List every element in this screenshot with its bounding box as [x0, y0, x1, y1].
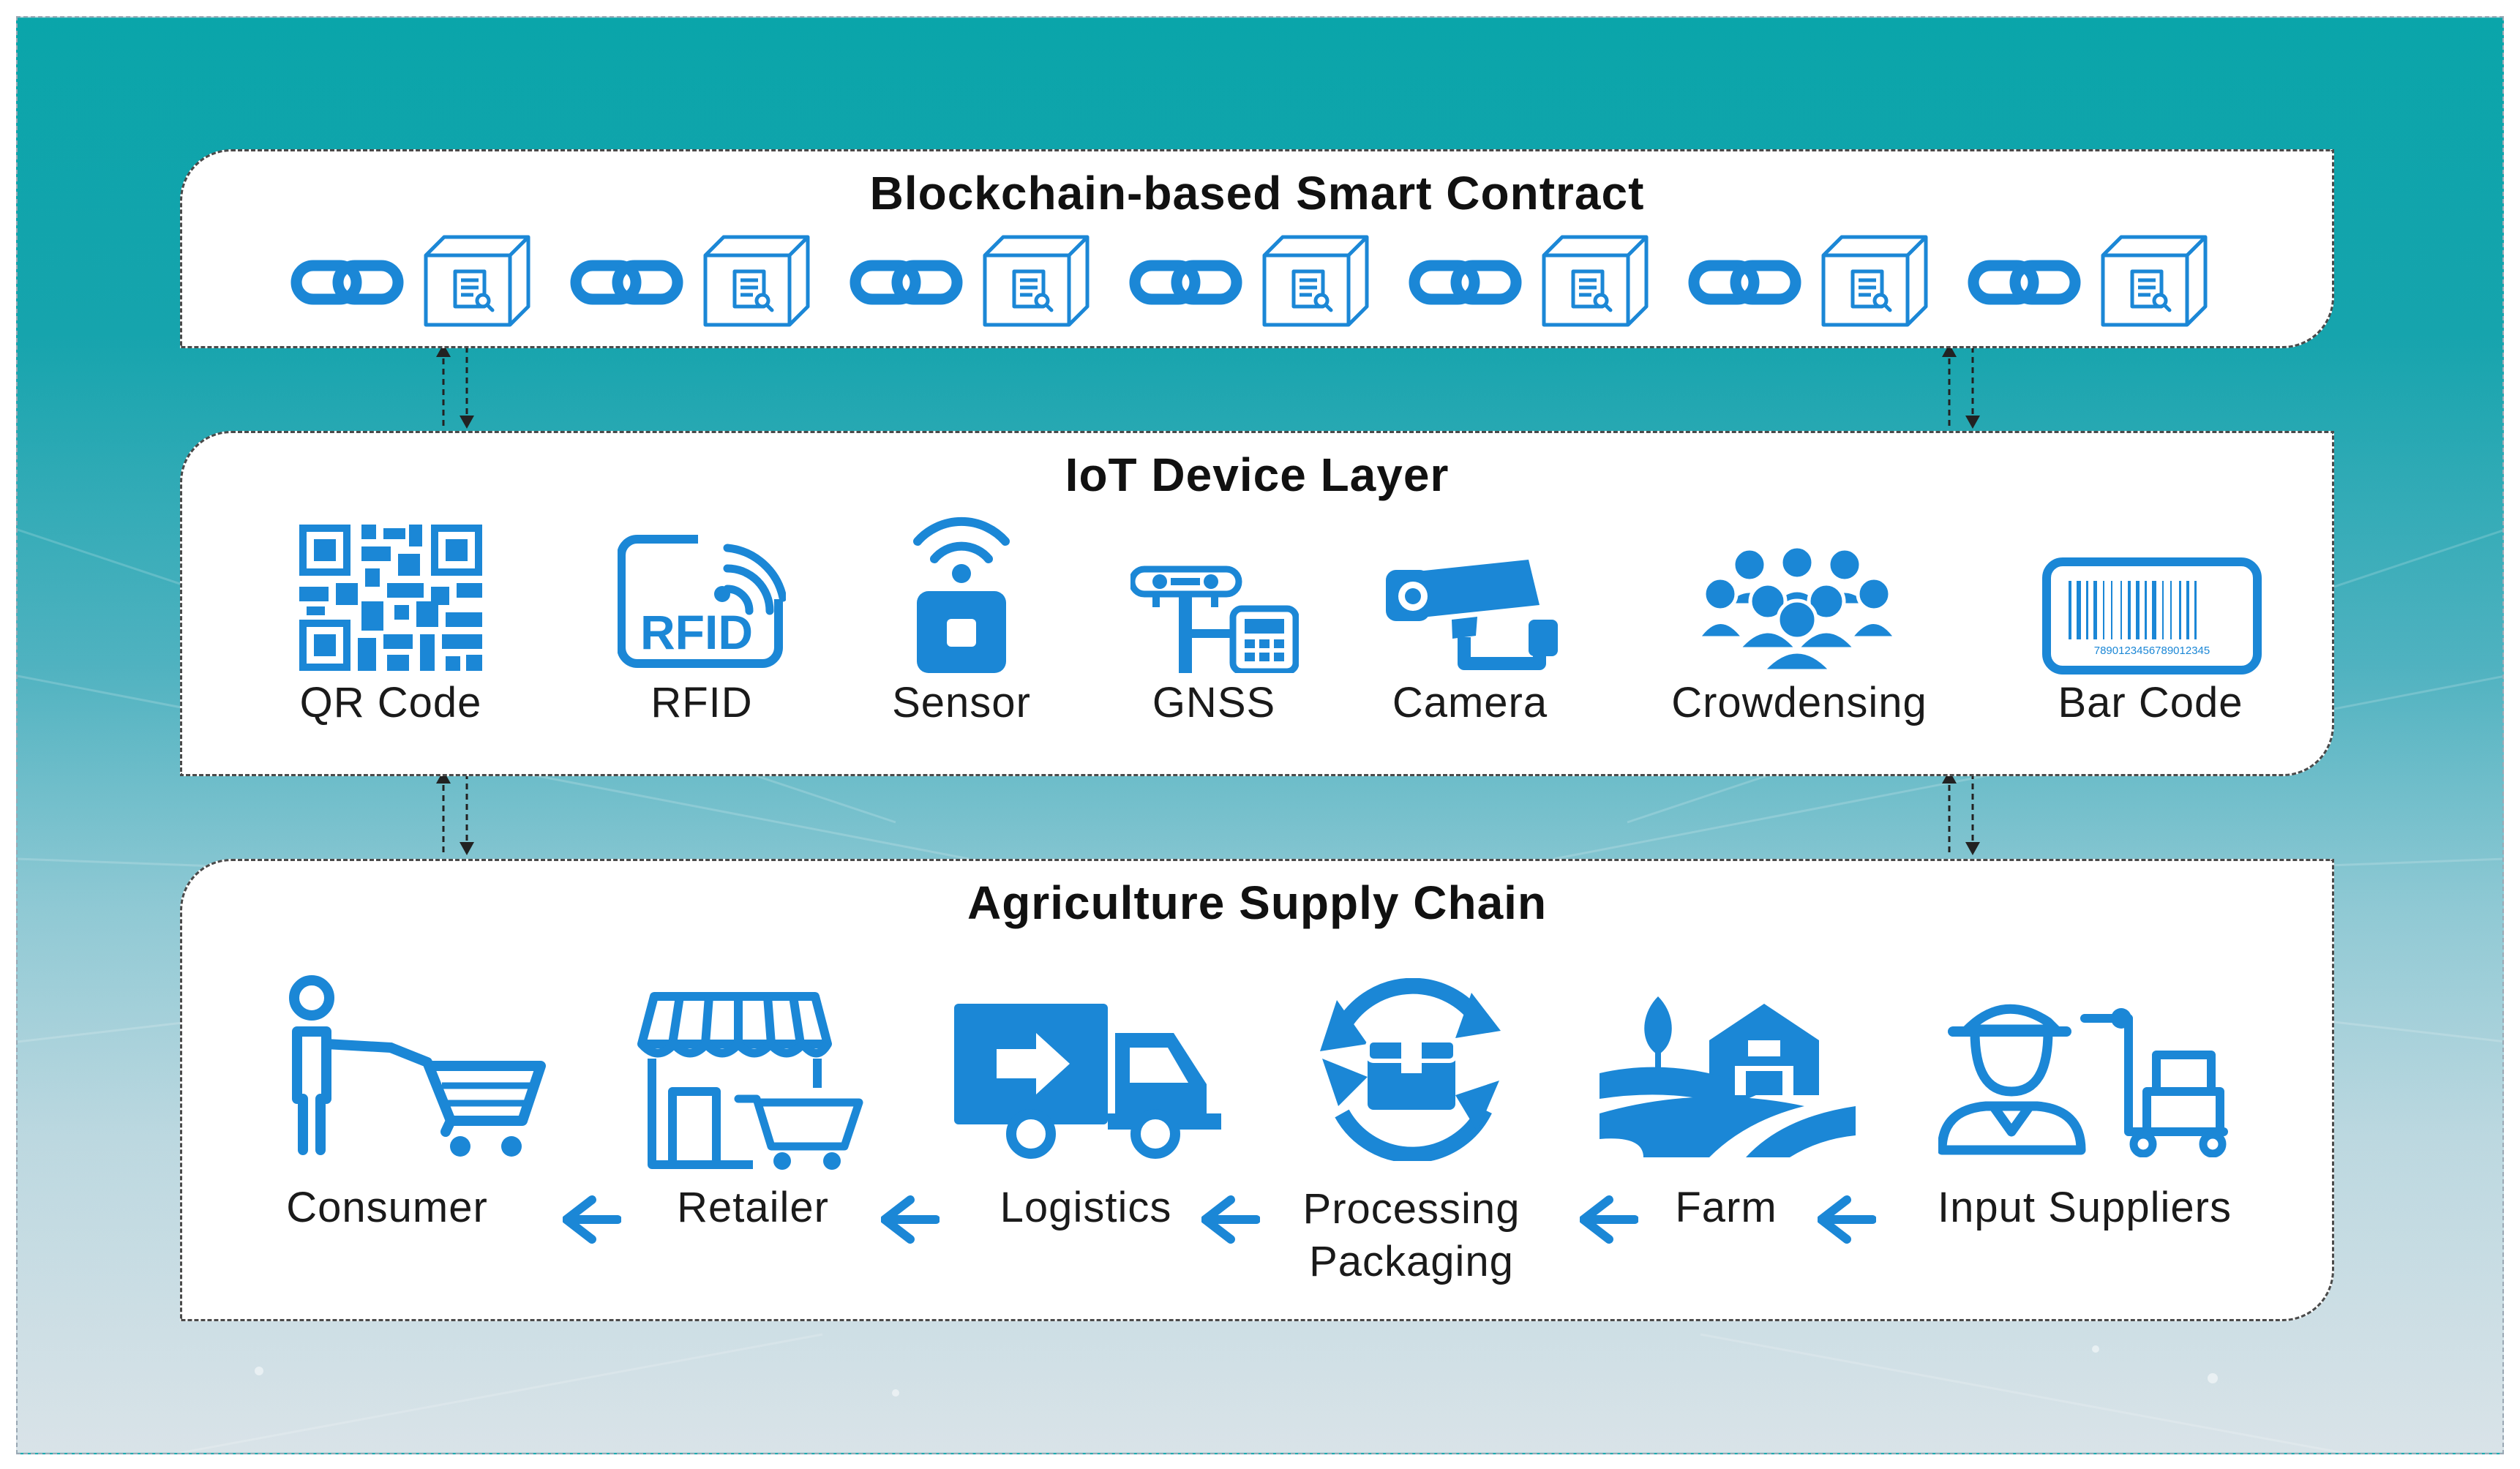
- consumer-icon: [281, 974, 559, 1157]
- stage-label-input-suppliers: Input Suppliers: [1938, 1184, 2232, 1231]
- connector-iot-supply-right: [1942, 770, 1980, 855]
- blockchain-layer-title: Blockchain-based Smart Contract: [869, 167, 1645, 219]
- flow-arrow-suppliers-to-farm: [1818, 1195, 1876, 1244]
- barcode-bar: [2111, 581, 2112, 639]
- camera-icon: [1382, 554, 1561, 675]
- barcode-bar: [2069, 581, 2071, 639]
- flow-arrow-retailer-to-consumer: [563, 1195, 621, 1244]
- chain-link-icon: [1129, 260, 1242, 305]
- rfid-icon-text: RFID: [640, 605, 753, 659]
- iot-layer-title: IoT Device Layer: [1065, 448, 1450, 501]
- smart-contract-block-icon: [983, 235, 1090, 327]
- barcode-bar: [2093, 581, 2097, 639]
- stage-label-processing-packaging: Processing Packaging: [1302, 1185, 1520, 1285]
- blockchain-layer: Blockchain-based Smart Contract: [180, 149, 2334, 348]
- device-label-rfid: RFID: [650, 679, 753, 726]
- stage-label-consumer: Consumer: [286, 1184, 488, 1231]
- barcode-bar: [2103, 581, 2104, 639]
- connector-iot-supply-left: [436, 770, 474, 855]
- barcode-bar: [2136, 581, 2140, 639]
- crowd-icon: [1698, 546, 1896, 671]
- flow-arrow-processing-to-logistics: [1201, 1195, 1260, 1244]
- smart-contract-block-icon: [2101, 235, 2208, 327]
- smart-contract-block-icon: [1262, 235, 1369, 327]
- chain-link-icon: [1409, 260, 1522, 305]
- processing-icon: [1309, 978, 1514, 1161]
- rfid-icon: RFID: [618, 525, 786, 671]
- barcode-bar: [2162, 581, 2164, 639]
- barcode-bar: [2077, 581, 2081, 639]
- device-label-bar-code: Bar Code: [2058, 679, 2243, 726]
- device-label-gnss: GNSS: [1152, 679, 1276, 726]
- barcode-bar: [2120, 581, 2122, 639]
- gnss-icon: [1130, 563, 1299, 673]
- flow-arrow-logistics-to-retailer: [881, 1195, 940, 1244]
- smart-contract-block-icon: [1542, 235, 1649, 327]
- barcode-bar: [2086, 581, 2088, 639]
- chain-link-icon: [570, 260, 683, 305]
- barcode-bar: [2170, 581, 2172, 639]
- qr-code-icon: [299, 525, 482, 671]
- sensor-icon: [907, 512, 1016, 675]
- chain-link-icon: [290, 260, 404, 305]
- flow-arrow-farm-to-processing: [1580, 1195, 1638, 1244]
- connector-blockchain-iot-right: [1942, 344, 1980, 429]
- connector-blockchain-iot-left: [436, 344, 474, 429]
- agriculture-supply-chain-layer: Agriculture Supply Chain Consumer: [180, 859, 2334, 1321]
- barcode-bar: [2194, 581, 2197, 639]
- barcode-icon: 7890123456789012345: [2042, 557, 2262, 675]
- smart-contract-block-icon: [424, 235, 530, 327]
- barcode-bar: [2186, 581, 2189, 639]
- barcode-bar: [2128, 581, 2131, 639]
- chain-link-icon: [1688, 260, 1801, 305]
- chain-link-icon: [1968, 260, 2081, 305]
- device-label-crowdensing: Crowdensing: [1671, 679, 1927, 726]
- stage-label-farm: Farm: [1675, 1184, 1777, 1231]
- stage-label-logistics: Logistics: [1000, 1184, 1172, 1231]
- iot-device-layer: IoT Device Layer: [180, 431, 2334, 776]
- barcode-bar: [2145, 581, 2147, 639]
- device-label-camera: Camera: [1392, 679, 1548, 726]
- retailer-icon: [636, 989, 870, 1172]
- smart-contract-block-icon: [1821, 235, 1928, 327]
- supply-chain-title: Agriculture Supply Chain: [967, 876, 1548, 929]
- supplier-icon: [1938, 989, 2238, 1157]
- truck-icon: [954, 1004, 1221, 1161]
- barcode-digits: 7890123456789012345: [2094, 645, 2210, 657]
- device-label-sensor: Sensor: [892, 679, 1031, 726]
- farm-icon: [1600, 996, 1856, 1157]
- diagram-background: Blockchain-based Smart Contract IoT Devi…: [16, 16, 2504, 1454]
- chain-link-icon: [850, 260, 963, 305]
- stage-label-retailer: Retailer: [677, 1184, 829, 1231]
- barcode-bar: [2152, 581, 2156, 639]
- device-label-qr-code: QR Code: [299, 679, 482, 726]
- smart-contract-block-icon: [703, 235, 810, 327]
- barcode-bar: [2179, 581, 2181, 639]
